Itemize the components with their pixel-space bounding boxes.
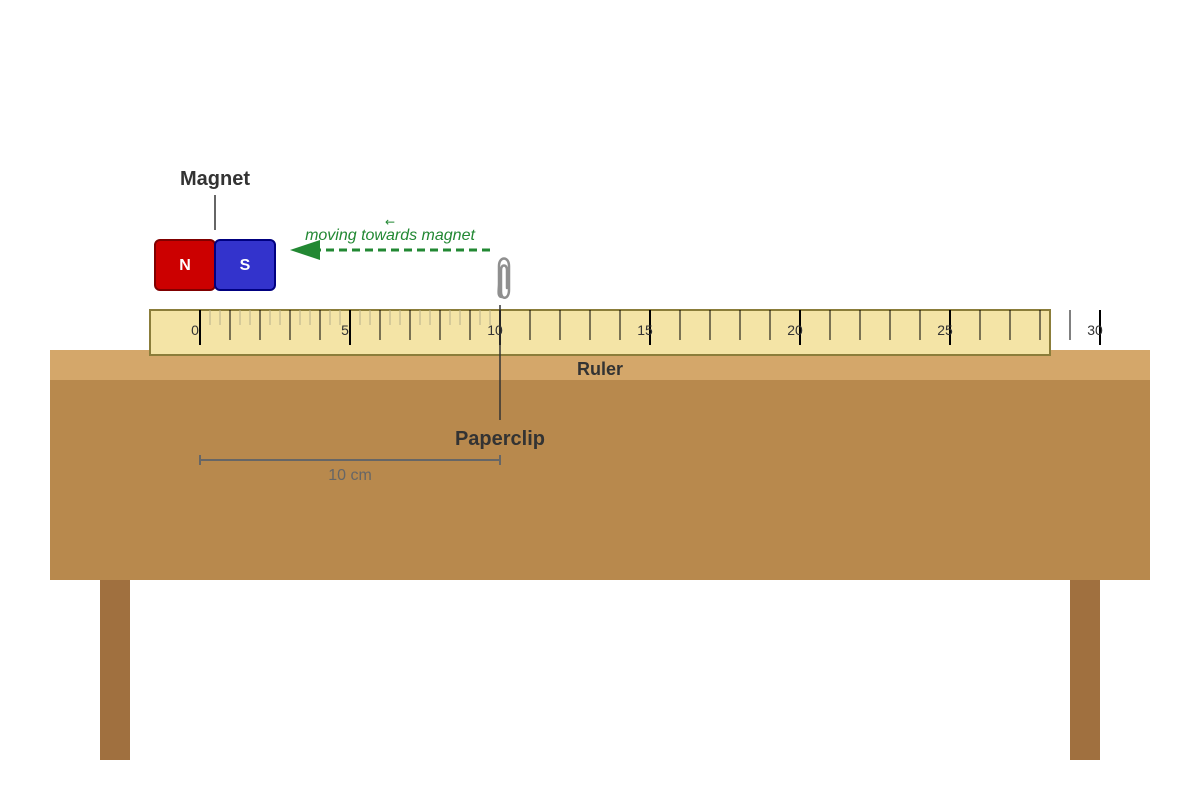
- magnet-label: Magnet: [180, 168, 250, 190]
- motion-indicator: ← moving towards magnet: [290, 215, 490, 260]
- magnet: Magnet N S: [154, 168, 276, 291]
- ruler-minor-ticks: [209, 310, 491, 325]
- ruler-label: Ruler: [577, 359, 623, 379]
- ruler-tick-label-25: 25: [937, 322, 953, 338]
- ruler-tick-label-5: 5: [341, 322, 349, 338]
- magnet-north-label: N: [179, 257, 191, 274]
- paperclip-label: Paperclip: [455, 428, 545, 450]
- paperclip: Paperclip: [455, 257, 545, 450]
- motion-arrowhead-icon: [290, 240, 320, 260]
- ruler-body: [149, 309, 1051, 356]
- table: [50, 350, 1150, 760]
- distance-label: 10 cm: [328, 467, 372, 484]
- table-leg-right: [1070, 580, 1100, 760]
- distance-measurement: 10 cm: [199, 455, 501, 484]
- paperclip-icon: [497, 257, 511, 299]
- ruler-tick-labels: 0 5 10 15 20 25 30: [191, 322, 1103, 338]
- table-leg-left: [100, 580, 130, 760]
- magnet-south-pole: [214, 239, 276, 291]
- ruler-tick-label-0: 0: [191, 322, 199, 338]
- ruler-tick-label-20: 20: [787, 322, 803, 338]
- table-body: [50, 380, 1150, 580]
- motion-small-arrow-glyph: ←: [385, 215, 395, 229]
- ruler-tick-label-15: 15: [637, 322, 653, 338]
- ruler-tick-label-30: 30: [1087, 322, 1103, 338]
- ruler: 0 5 10 15 20 25 30 Ruler: [149, 309, 1103, 379]
- magnet-south-label: S: [240, 257, 251, 274]
- motion-label: moving towards magnet: [305, 227, 475, 244]
- ruler-tick-label-10: 10: [487, 322, 503, 338]
